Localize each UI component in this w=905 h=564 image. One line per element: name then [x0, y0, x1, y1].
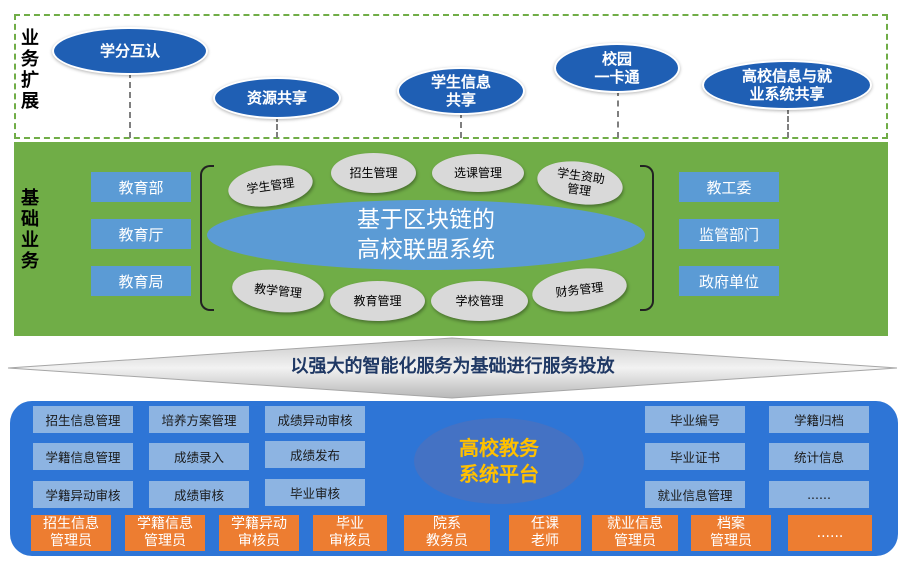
function-box: 成绩录入 — [149, 443, 249, 470]
role-box: 任课 老师 — [509, 515, 581, 551]
connector-line — [617, 90, 619, 138]
expansion-oval-credit-recognition: 学分互认 — [52, 27, 208, 75]
function-box: 培养方案管理 — [149, 406, 249, 433]
connector-line — [460, 112, 462, 138]
role-box: 招生信息 管理员 — [31, 515, 111, 551]
business-expansion-text: 业 务 扩 展 — [21, 28, 39, 112]
role-box: 学籍信息 管理员 — [125, 515, 205, 551]
business-expansion-frame — [14, 14, 888, 139]
arrow-banner — [7, 337, 898, 399]
left-brace — [200, 165, 214, 311]
function-box: ...... — [769, 481, 869, 508]
expansion-oval-resource-sharing: 资源共享 — [213, 77, 341, 119]
function-box: 统计信息 — [769, 443, 869, 470]
function-box: 招生信息管理 — [33, 406, 133, 433]
agency-box: 监管部门 — [679, 219, 779, 249]
service-oval: 选课管理 — [432, 154, 524, 192]
agency-box: 教育厅 — [91, 219, 191, 249]
connector-line — [276, 116, 278, 138]
function-box: 学籍异动审核 — [33, 481, 133, 508]
service-oval: 教育管理 — [330, 281, 425, 321]
function-box: 毕业审核 — [265, 479, 365, 506]
role-box: 学籍异动 审核员 — [219, 515, 299, 551]
role-box: ...... — [788, 515, 872, 551]
agency-box: 教工委 — [679, 172, 779, 202]
connector-line — [129, 72, 131, 138]
connector-line — [787, 108, 789, 138]
function-box: 成绩异动审核 — [265, 406, 365, 433]
service-oval: 招生管理 — [331, 153, 416, 193]
basic-business-label: 基 础 业 务 — [18, 188, 42, 272]
role-box: 档案 管理员 — [691, 515, 771, 551]
business-expansion-label: 业 务 扩 展 — [18, 28, 42, 112]
function-box: 毕业证书 — [645, 443, 745, 470]
agency-box: 政府单位 — [679, 266, 779, 296]
core-system-oval: 基于区块链的 高校联盟系统 — [207, 200, 645, 270]
platform-center-oval: 高校教务 系统平台 — [414, 418, 584, 504]
function-box: 成绩审核 — [149, 481, 249, 508]
agency-box: 教育部 — [91, 172, 191, 202]
function-box: 成绩发布 — [265, 441, 365, 468]
function-box: 学籍信息管理 — [33, 443, 133, 470]
role-box: 毕业 审核员 — [313, 515, 387, 551]
basic-business-text: 基 础 业 务 — [21, 188, 39, 272]
role-box: 院系 教务员 — [404, 515, 490, 551]
function-box: 毕业编号 — [645, 406, 745, 433]
service-oval: 学校管理 — [431, 281, 528, 321]
arrow-banner-text: 以强大的智能化服务为基础进行服务投放 — [290, 356, 615, 377]
right-brace — [640, 165, 654, 311]
function-box: 学籍归档 — [769, 406, 869, 433]
expansion-oval-student-info-sharing: 学生信息 共享 — [397, 67, 525, 115]
agency-box: 教育局 — [91, 266, 191, 296]
role-box: 就业信息 管理员 — [592, 515, 678, 551]
expansion-oval-employment-sharing: 高校信息与就 业系统共享 — [702, 60, 872, 110]
function-box: 就业信息管理 — [645, 481, 745, 508]
expansion-oval-campus-card: 校园 一卡通 — [554, 43, 680, 93]
